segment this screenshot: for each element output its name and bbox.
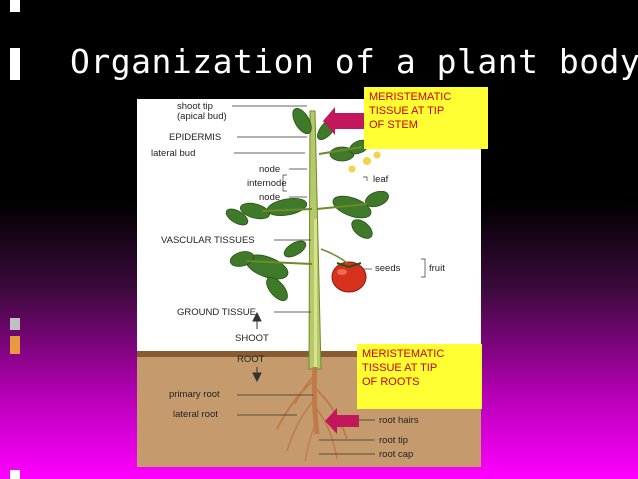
- stem-tip-arrow: [323, 107, 365, 135]
- callout-root-meristem: MERISTEMATIC TISSUE AT TIP OF ROOTS: [357, 344, 482, 409]
- label-internode: internode: [247, 178, 287, 189]
- label-shoot: SHOOT: [235, 333, 269, 344]
- decor-bar: [10, 0, 20, 12]
- label-ground-tissue: GROUND TISSUE: [177, 307, 257, 318]
- label-root-hairs: root hairs: [379, 415, 419, 426]
- label-primary-root: primary root: [169, 389, 220, 400]
- callout-roots-line-1: MERISTEMATIC: [362, 348, 445, 360]
- label-root-cap: root cap: [379, 449, 414, 460]
- label-root: ROOT: [237, 354, 265, 365]
- root-tip-arrow: [325, 408, 359, 434]
- callout-roots-line-2: TISSUE AT TIP: [362, 362, 438, 374]
- label-apical-bud: (apical bud): [177, 111, 227, 122]
- label-lateral-root: lateral root: [173, 409, 218, 420]
- label-node-bottom: node: [259, 192, 281, 203]
- label-seeds: seeds: [375, 263, 401, 274]
- flowers: [348, 151, 381, 173]
- callout-roots-line-3: OF ROOTS: [362, 376, 420, 388]
- callout-stem-line-2: TISSUE AT TIP: [369, 105, 445, 117]
- decor-bar: [10, 470, 20, 479]
- callout-stem-line-3: OF STEM: [369, 119, 418, 131]
- label-shoot-tip: shoot tip: [177, 101, 213, 112]
- label-leaf: leaf: [373, 174, 389, 185]
- vascular-strand: [314, 219, 317, 369]
- decor-bar: [10, 336, 20, 354]
- roots: [276, 366, 348, 462]
- shoot-root-arrows: [252, 311, 262, 383]
- slide-title: Organization of a plant body: [70, 42, 638, 81]
- meristem-arrows: [323, 107, 365, 434]
- tomato-fruit: [320, 248, 367, 293]
- callout-stem-line-1: MERISTEMATIC: [369, 91, 452, 103]
- label-fruit: fruit: [429, 263, 445, 274]
- callout-stem-meristem: MERISTEMATIC TISSUE AT TIP OF STEM: [364, 87, 488, 149]
- label-epidermis: EPIDERMIS: [169, 132, 222, 143]
- petioles: [246, 146, 368, 265]
- plant-diagram: shoot tip (apical bud) EPIDERMIS lateral…: [137, 99, 481, 467]
- label-vascular-tissues: VASCULAR TISSUES: [161, 235, 255, 246]
- slide-left-decoration: [0, 0, 28, 479]
- label-lateral-bud: lateral bud: [151, 148, 196, 159]
- decor-bar: [10, 318, 20, 330]
- label-node-top: node: [259, 164, 281, 175]
- label-root-tip: root tip: [379, 435, 409, 446]
- decor-bar: [10, 48, 20, 80]
